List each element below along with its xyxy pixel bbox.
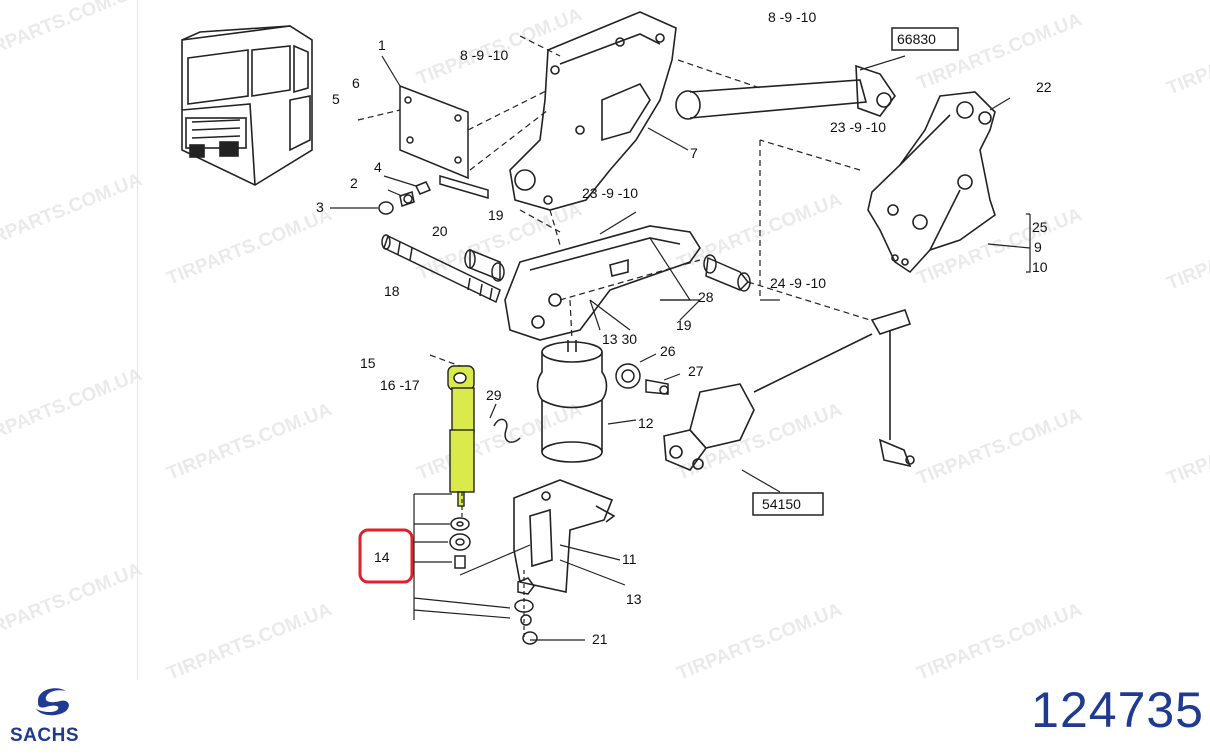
label-22: 22 bbox=[1036, 79, 1052, 95]
label-3: 3 bbox=[316, 199, 324, 215]
label-13-30: 13 30 bbox=[602, 331, 637, 347]
svg-text:TIRPARTS.COM.UA: TIRPARTS.COM.UA bbox=[1164, 404, 1210, 489]
svg-text:TIRPARTS.COM.UA: TIRPARTS.COM.UA bbox=[914, 404, 1085, 489]
fittings-26-27 bbox=[615, 363, 669, 395]
label-8-9-10-b: 8 -9 -10 bbox=[768, 9, 816, 25]
svg-text:TIRPARTS.COM.UA: TIRPARTS.COM.UA bbox=[914, 599, 1085, 684]
label-12: 12 bbox=[638, 415, 654, 431]
label-20: 20 bbox=[432, 223, 448, 239]
clip-29 bbox=[493, 418, 521, 443]
frame-bracket-22 bbox=[867, 91, 996, 274]
svg-text:TIRPARTS.COM.UA: TIRPARTS.COM.UA bbox=[164, 204, 335, 289]
cross-tube bbox=[675, 64, 896, 120]
pin-18 bbox=[381, 234, 501, 304]
label-23-9-10-a: 23 -9 -10 bbox=[830, 119, 886, 135]
label-21: 21 bbox=[592, 631, 608, 647]
part-labels: 1 2 3 4 5 6 7 8 -9 -10 8 -9 -10 66830 22… bbox=[316, 9, 1052, 647]
label-13: 13 bbox=[626, 591, 642, 607]
shock-lower-tube bbox=[449, 429, 475, 493]
label-1: 1 bbox=[378, 37, 386, 53]
label-2: 2 bbox=[350, 175, 358, 191]
plate-bracket-1 bbox=[399, 84, 489, 199]
label-16-17: 16 -17 bbox=[380, 377, 420, 393]
label-box-54150 bbox=[752, 492, 824, 516]
label-10: 10 bbox=[1032, 259, 1048, 275]
label-27: 27 bbox=[688, 363, 704, 379]
label-23-9-10-b: 23 -9 -10 bbox=[582, 185, 638, 201]
label-19-a: 19 bbox=[488, 207, 504, 223]
label-66830: 66830 bbox=[897, 31, 936, 47]
air-spring-12 bbox=[536, 340, 608, 463]
label-6: 6 bbox=[352, 75, 360, 91]
leveling-valve-54150 bbox=[663, 309, 915, 471]
label-28: 28 bbox=[698, 289, 714, 305]
label-9: 9 bbox=[1034, 239, 1042, 255]
sachs-logo-icon bbox=[36, 688, 69, 716]
label-11: 11 bbox=[622, 551, 637, 567]
label-8-9-10-a: 8 -9 -10 bbox=[460, 47, 508, 63]
svg-text:TIRPARTS.COM.UA: TIRPARTS.COM.UA bbox=[414, 399, 585, 484]
label-54150: 54150 bbox=[762, 496, 801, 512]
label-box-66830 bbox=[891, 27, 959, 51]
svg-text:TIRPARTS.COM.UA: TIRPARTS.COM.UA bbox=[164, 399, 335, 484]
label-14: 14 bbox=[374, 549, 390, 565]
label-7: 7 bbox=[690, 145, 698, 161]
label-5: 5 bbox=[332, 91, 340, 107]
svg-text:TIRPARTS.COM.UA: TIRPARTS.COM.UA bbox=[0, 364, 145, 449]
washers-14 bbox=[449, 517, 471, 569]
label-24-9-10: 24 -9 -10 bbox=[770, 275, 826, 291]
part-number: 124735 bbox=[1031, 682, 1204, 738]
highlight-callout-14 bbox=[358, 528, 414, 584]
shock-rod bbox=[457, 491, 465, 507]
svg-text:TIRPARTS.COM.UA: TIRPARTS.COM.UA bbox=[1164, 14, 1210, 99]
label-26: 26 bbox=[660, 343, 676, 359]
label-29: 29 bbox=[486, 387, 502, 403]
label-19-b: 19 bbox=[676, 317, 692, 333]
shock-absorber-highlighted bbox=[447, 365, 475, 507]
svg-text:TIRPARTS.COM.UA: TIRPARTS.COM.UA bbox=[674, 599, 845, 684]
svg-text:TIRPARTS.COM.UA: TIRPARTS.COM.UA bbox=[914, 9, 1085, 94]
label-25: 25 bbox=[1032, 219, 1048, 235]
shock-lower-bracket bbox=[513, 479, 616, 593]
label-4: 4 bbox=[374, 159, 382, 175]
frame-hanger-7 bbox=[509, 11, 677, 211]
label-18: 18 bbox=[384, 283, 400, 299]
bushing-20 bbox=[464, 248, 505, 282]
truck-cab-illustration bbox=[181, 25, 313, 186]
brand-logo: SACHS bbox=[6, 681, 116, 747]
svg-text:TIRPARTS.COM.UA: TIRPARTS.COM.UA bbox=[0, 559, 145, 644]
leader-lines bbox=[330, 35, 1031, 641]
label-15: 15 bbox=[360, 355, 376, 371]
brand-name: SACHS bbox=[10, 725, 80, 746]
panel-divider bbox=[137, 0, 138, 680]
trailing-arm-19 bbox=[504, 225, 701, 341]
svg-text:TIRPARTS.COM.UA: TIRPARTS.COM.UA bbox=[1164, 209, 1210, 294]
svg-text:TIRPARTS.COM.UA: TIRPARTS.COM.UA bbox=[0, 169, 145, 254]
nuts-21 bbox=[514, 577, 538, 645]
fasteners-2-3-4 bbox=[378, 181, 432, 215]
shock-upper-tube bbox=[451, 387, 475, 433]
svg-text:TIRPARTS.COM.UA: TIRPARTS.COM.UA bbox=[0, 0, 145, 65]
svg-text:TIRPARTS.COM.UA: TIRPARTS.COM.UA bbox=[164, 599, 335, 684]
